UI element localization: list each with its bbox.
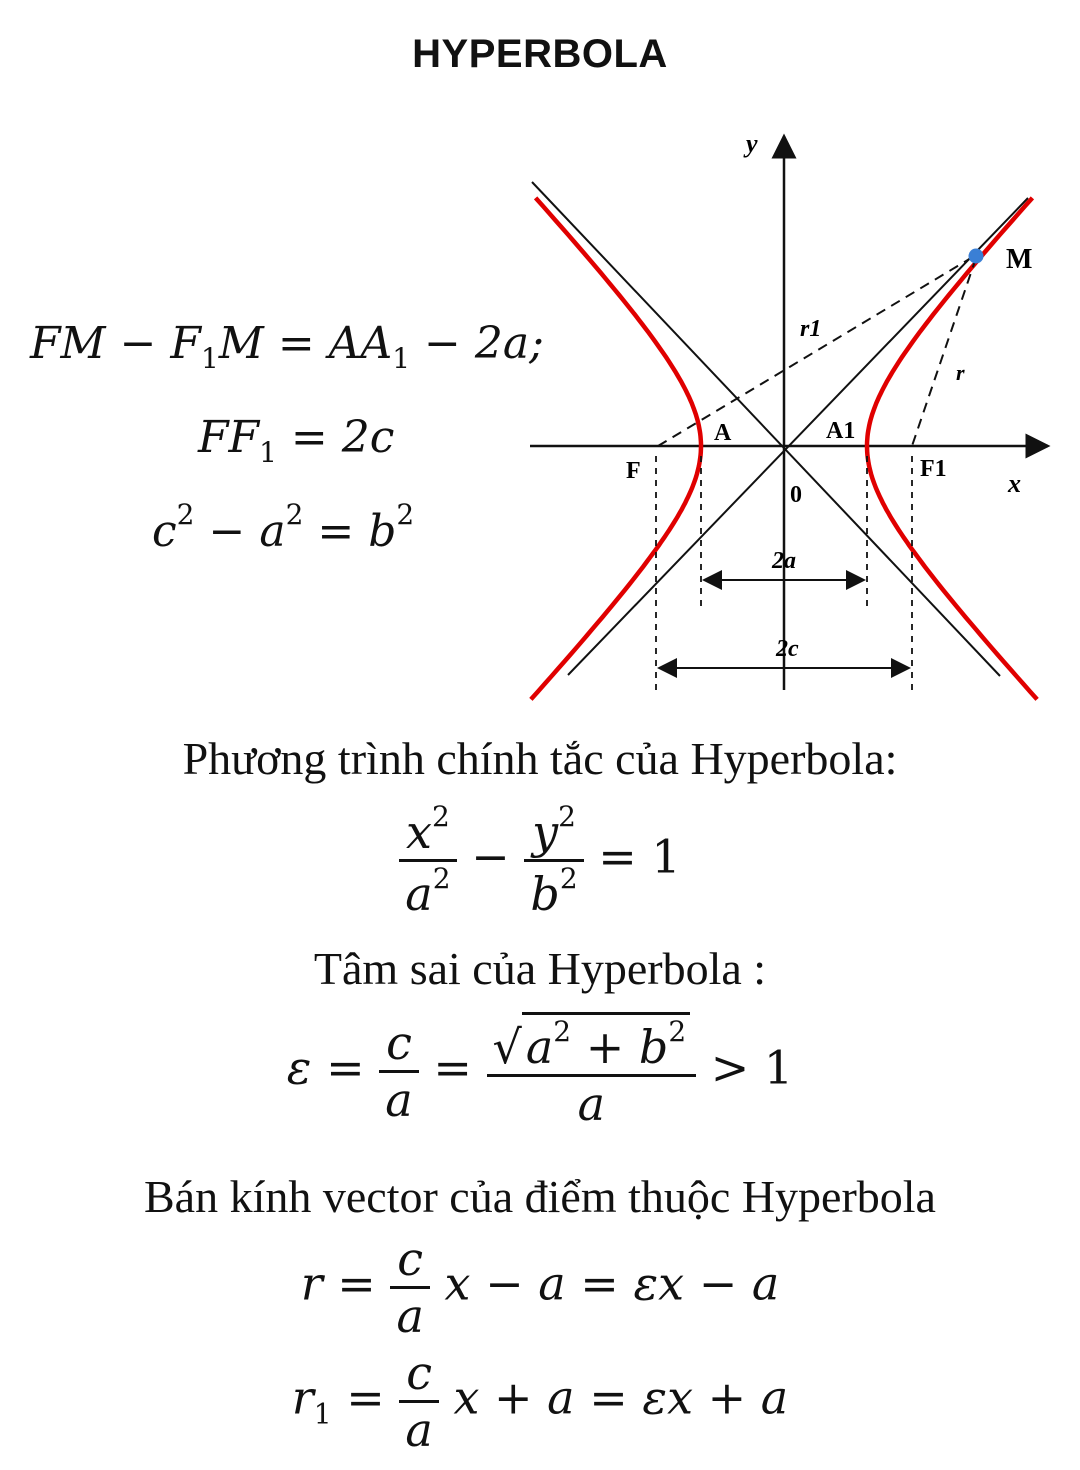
radius-vector-heading: Bán kính vector của điểm thuộc Hyperbola	[144, 1171, 936, 1222]
label-vertex-a1: A1	[826, 418, 855, 444]
asymptote-1	[531, 181, 1001, 677]
equation-c2-a2-b2: c2 − a2 = b2	[152, 498, 415, 557]
hyperbola-right-branch	[864, 196, 1039, 701]
hyperbola-left-branch	[529, 196, 704, 701]
asymptote-2	[567, 197, 1029, 676]
eccentricity-heading: Tâm sai của Hyperbola :	[313, 943, 767, 994]
point-m-marker	[968, 248, 984, 264]
canonical-equation-heading: Phương trình chính tắc của Hyperbola:	[182, 733, 898, 784]
label-r: r	[956, 360, 965, 385]
hyperbola-diagram: y x 0 M A A1 F F1 r1 r 2a 2c	[529, 129, 1051, 701]
label-y-axis: y	[743, 129, 758, 158]
equation-ff1: FF1 = 2c	[198, 412, 395, 469]
label-vertex-a: A	[714, 420, 732, 446]
page-title: HYPERBOLA	[412, 32, 668, 76]
label-focus-f1: F1	[920, 456, 947, 482]
label-2a: 2a	[771, 548, 796, 574]
label-r1: r1	[800, 316, 821, 342]
label-x-axis: x	[1007, 469, 1021, 498]
focal-radius-r1	[657, 254, 977, 447]
label-point-m: M	[1006, 244, 1032, 275]
equation-fm-f1m: FM − F1M = AA1 − 2a;	[30, 318, 544, 375]
label-origin: 0	[790, 482, 802, 508]
label-focus-f: F	[626, 458, 641, 484]
label-2c: 2c	[775, 636, 799, 662]
